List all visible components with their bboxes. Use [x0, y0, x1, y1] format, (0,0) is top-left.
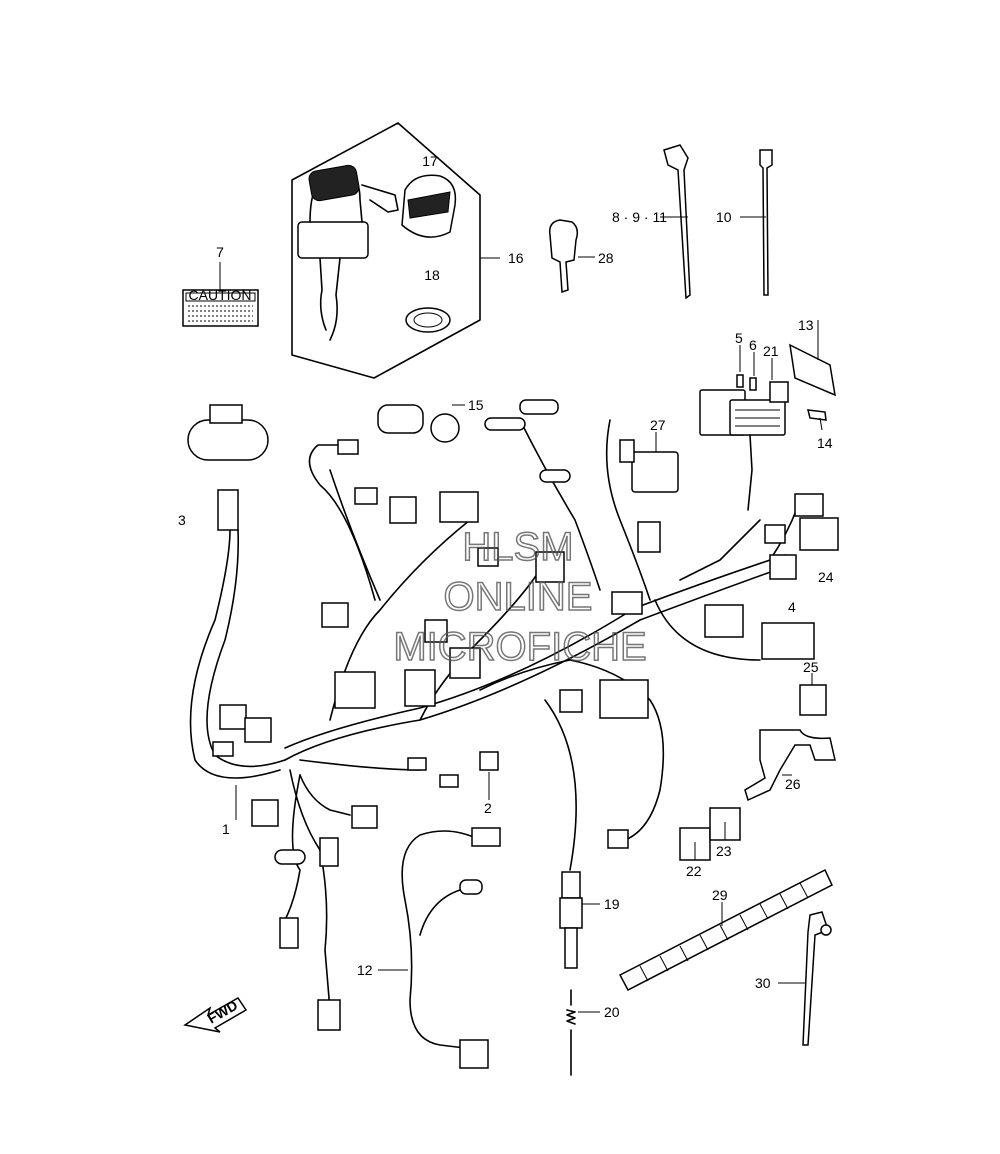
callout-1: 1	[222, 821, 230, 837]
watermark-line2: ONLINE	[444, 575, 593, 619]
callout-17: 17	[422, 153, 438, 169]
callout-6: 6	[749, 337, 757, 353]
cable-tie-parts	[660, 144, 773, 300]
callout-26: 26	[785, 776, 801, 792]
corrugated-tube-part	[618, 868, 833, 992]
callout-2: 2	[484, 800, 492, 816]
ignition-lead-part	[377, 404, 465, 443]
sensor-part	[559, 871, 600, 1076]
forward-arrow-icon: FWD	[183, 997, 248, 1033]
callout-27: 27	[650, 417, 666, 433]
spare-key-part	[548, 219, 595, 294]
callout-labels: 7 17 18 16 28 8 · 9 · 11 10 5 6 21 13 14…	[178, 153, 834, 1020]
fuse-box-assembly	[699, 320, 836, 511]
watermark-line1: HLSM	[462, 525, 573, 569]
callout-10: 10	[716, 209, 732, 225]
caution-label-text: CAUTION	[189, 287, 252, 303]
clamp-tie-part	[778, 911, 832, 1046]
watermark: HLSM ONLINE MICROFICHE	[393, 524, 648, 670]
callout-18: 18	[424, 267, 440, 283]
callout-25: 25	[803, 659, 819, 675]
callout-16: 16	[508, 250, 524, 266]
connector-parts	[679, 673, 827, 861]
caution-label-part: CAUTION	[182, 262, 259, 327]
callout-15: 15	[468, 397, 484, 413]
callout-22: 22	[686, 863, 702, 879]
callout-24: 24	[818, 569, 834, 585]
callout-3: 3	[178, 512, 186, 528]
callout-14: 14	[817, 435, 833, 451]
callout-28: 28	[598, 250, 614, 266]
callout-21: 21	[763, 343, 779, 359]
callout-23: 23	[716, 843, 732, 859]
callout-12: 12	[357, 962, 373, 978]
callout-13: 13	[798, 317, 814, 333]
callout-4: 4	[788, 599, 796, 615]
relay-part	[631, 432, 679, 493]
bracket-part	[744, 729, 836, 802]
callout-29: 29	[712, 887, 728, 903]
callout-7: 7	[216, 244, 224, 260]
callout-19: 19	[604, 896, 620, 912]
callout-8-9-11: 8 · 9 · 11	[612, 209, 667, 225]
callout-20: 20	[604, 1004, 620, 1020]
cap-part	[479, 751, 499, 800]
sub-harness-part	[378, 827, 501, 1069]
callout-30: 30	[755, 975, 771, 991]
callout-5: 5	[735, 330, 743, 346]
ignition-switch-kit	[291, 122, 500, 379]
watermark-line3: MICROFICHE	[393, 625, 646, 669]
main-harness	[187, 399, 839, 1031]
